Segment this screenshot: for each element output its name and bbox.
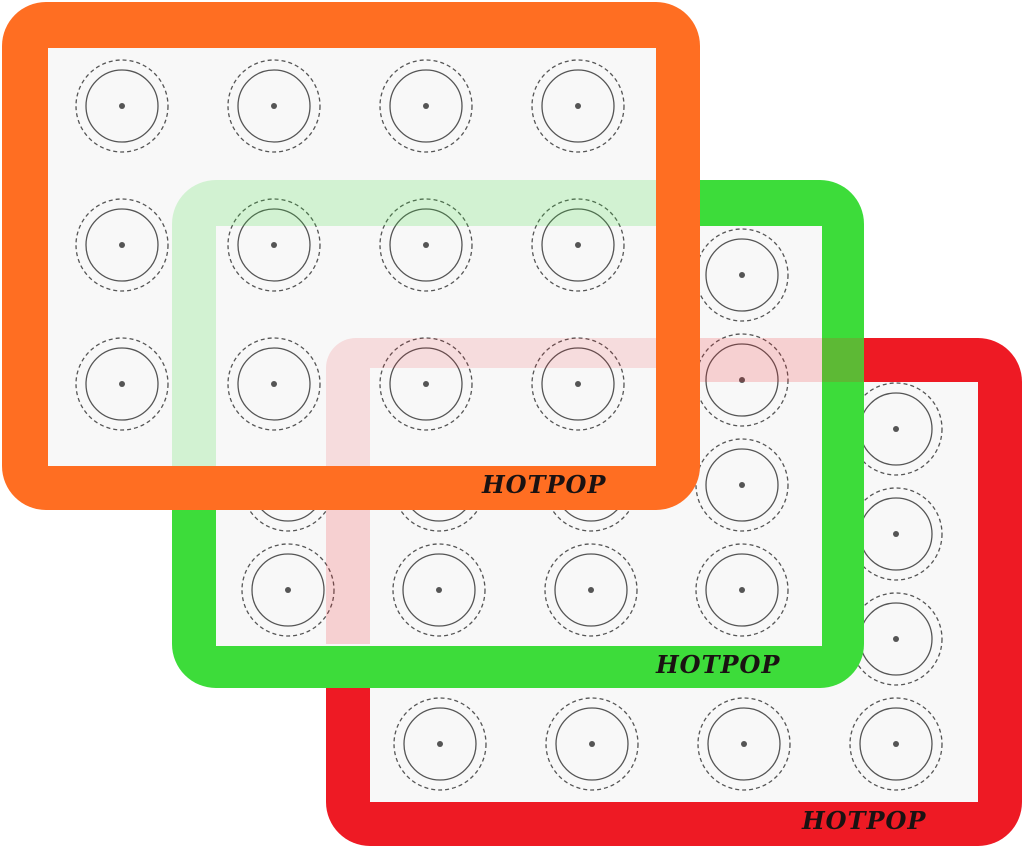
macaron-circle-guide [72,334,172,434]
macaron-circle-guide [528,195,628,295]
macaron-circle-guide [224,334,324,434]
macaron-circle-guide [694,694,794,794]
macaron-circle-guide [692,330,792,430]
macaron-circle-guide [389,540,489,640]
orange-mat-brand-logo: HOTPOP [482,470,607,499]
macaron-circle-guide [224,195,324,295]
orange-mat-circle-grid [48,48,656,466]
macaron-circle-guide [846,694,946,794]
orange-baking-mat: HOTPOP [2,2,700,510]
macaron-circle-guide [376,195,476,295]
macaron-circle-guide [528,56,628,156]
macaron-circle-guide [692,435,792,535]
macaron-circle-guide [528,334,628,434]
macaron-circle-guide [72,195,172,295]
red-mat-brand-logo: HOTPOP [802,806,927,835]
macaron-circle-guide [541,540,641,640]
macaron-circle-guide [238,540,338,640]
macaron-circle-guide [390,694,490,794]
macaron-circle-guide [542,694,642,794]
macaron-circle-guide [692,225,792,325]
macaron-circle-guide [376,334,476,434]
macaron-circle-guide [72,56,172,156]
macaron-circle-guide [224,56,324,156]
macaron-circle-guide [692,540,792,640]
green-mat-brand-logo: HOTPOP [656,650,781,679]
orange-mat-baking-area [48,48,656,466]
macaron-circle-guide [376,56,476,156]
